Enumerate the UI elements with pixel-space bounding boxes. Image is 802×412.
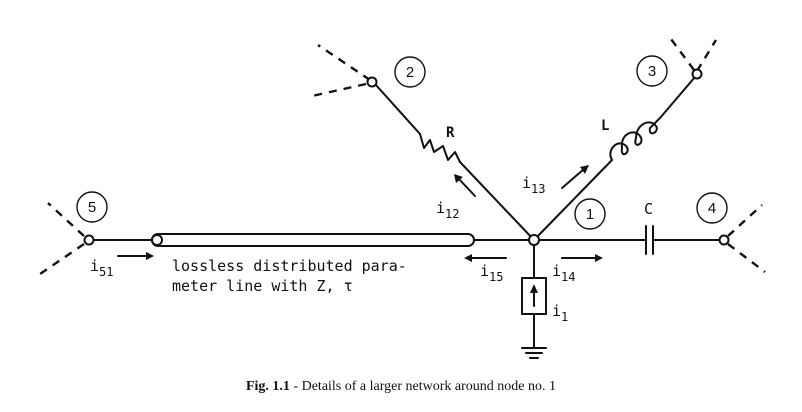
current-label-i13: i13 <box>522 174 545 196</box>
figure-caption: Fig. 1.1 - Details of a larger network a… <box>0 379 802 395</box>
node-1-terminal <box>528 234 540 246</box>
figure-caption-text: - Details of a larger network around nod… <box>289 379 556 394</box>
line-description-1: lossless distributed para- <box>172 257 407 275</box>
node-4-terminal <box>718 234 730 246</box>
node-5-terminal <box>83 234 95 246</box>
current-label-i1: i1 <box>552 302 568 324</box>
svg-text:2: 2 <box>406 64 414 81</box>
node-label-4: 4 <box>696 192 728 224</box>
arrow-i12-icon <box>454 174 476 197</box>
capacitor-label: C <box>644 200 653 218</box>
figure-number: Fig. 1.1 <box>245 379 290 394</box>
inductor-symbol <box>609 117 661 161</box>
branch-1-ground <box>521 245 547 359</box>
svg-text:5: 5 <box>88 199 96 216</box>
current-label-i12: i12 <box>436 199 459 221</box>
arrow-i15-icon <box>464 254 507 262</box>
node-2-terminal <box>366 76 378 88</box>
arrow-i14-icon <box>561 254 603 262</box>
node-label-5: 5 <box>76 191 108 223</box>
node-label-3: 3 <box>636 55 668 87</box>
node-label-1: 1 <box>574 198 606 230</box>
current-label-i51: i51 <box>90 257 113 279</box>
branch-1-4 <box>533 204 766 273</box>
branch-1-3 <box>533 34 718 241</box>
inductor-label: L <box>601 118 609 134</box>
branch-1-2 <box>311 44 535 241</box>
node-3-terminal <box>691 68 703 80</box>
svg-text:4: 4 <box>708 200 716 217</box>
arrow-i13-icon <box>561 165 589 189</box>
source-arrow-icon <box>530 284 538 293</box>
svg-text:1: 1 <box>586 206 594 223</box>
resistor-symbol <box>419 133 461 163</box>
line-description-2: meter line with Z, τ <box>172 277 353 295</box>
current-label-i15: i15 <box>480 262 503 284</box>
resistor-label: R <box>446 125 455 141</box>
current-label-i14: i14 <box>552 262 575 284</box>
node-label-2: 2 <box>394 56 426 88</box>
branch-1-5 <box>39 202 535 275</box>
transmission-line <box>151 233 475 247</box>
svg-text:3: 3 <box>648 63 656 80</box>
arrow-i51-icon <box>117 252 154 260</box>
